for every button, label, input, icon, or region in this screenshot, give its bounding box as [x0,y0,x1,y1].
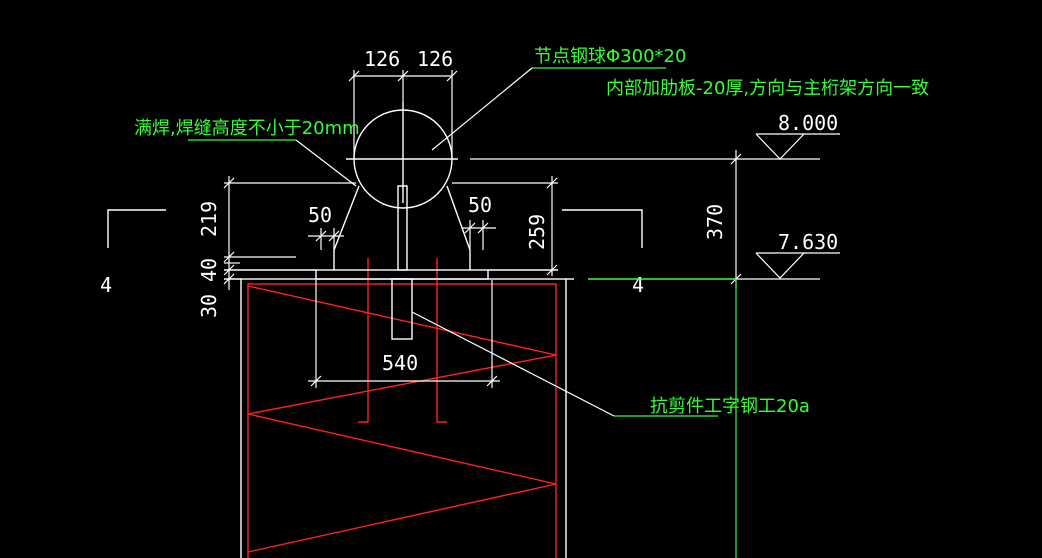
dimension-left [223,176,356,290]
dim-top-left: 126 [364,47,400,71]
base-plate [224,269,574,280]
dimension-gap-left [308,228,344,250]
dim-gap-right: 50 [468,193,492,217]
section-mark-left: 4 [100,273,112,297]
annotation-shear-key: 抗剪件工字钢工20a [650,396,810,417]
anchor-bars [358,258,447,423]
elevation-lines [470,133,840,288]
dim-30: 30 [197,294,221,318]
dim-540: 540 [382,351,418,375]
rebar-zigzag [247,283,557,558]
section-mark-left-lines [107,209,166,248]
stiffener-plate [397,185,408,271]
annotation-weld: 满焊,焊缝高度不小于20mm [134,118,360,139]
annotation-node-ball: 节点钢球Φ300*20 [534,46,686,67]
shear-key-profile [391,278,413,340]
dimension-top [348,70,458,160]
dimension-gap-right [462,220,496,250]
dim-259: 259 [525,214,549,250]
elevation-top: 8.000 [778,111,838,135]
dim-top-right: 126 [417,47,453,71]
dim-219: 219 [197,201,221,237]
green-lines [188,67,737,558]
section-mark-right: 4 [632,273,644,297]
dim-40: 40 [197,258,221,282]
weld-legs [333,185,471,270]
dim-gap-left: 50 [308,203,332,227]
elevation-bottom: 7.630 [778,230,838,254]
annotation-stiffener: 内部加肋板-20厚,方向与主桁架方向一致 [606,78,929,99]
dim-370: 370 [703,204,727,240]
leader-lines [295,67,615,417]
dimension-540 [308,280,500,388]
section-mark-right-lines [562,209,643,248]
dimension-259 [452,176,558,276]
node-steel-ball [346,102,458,209]
